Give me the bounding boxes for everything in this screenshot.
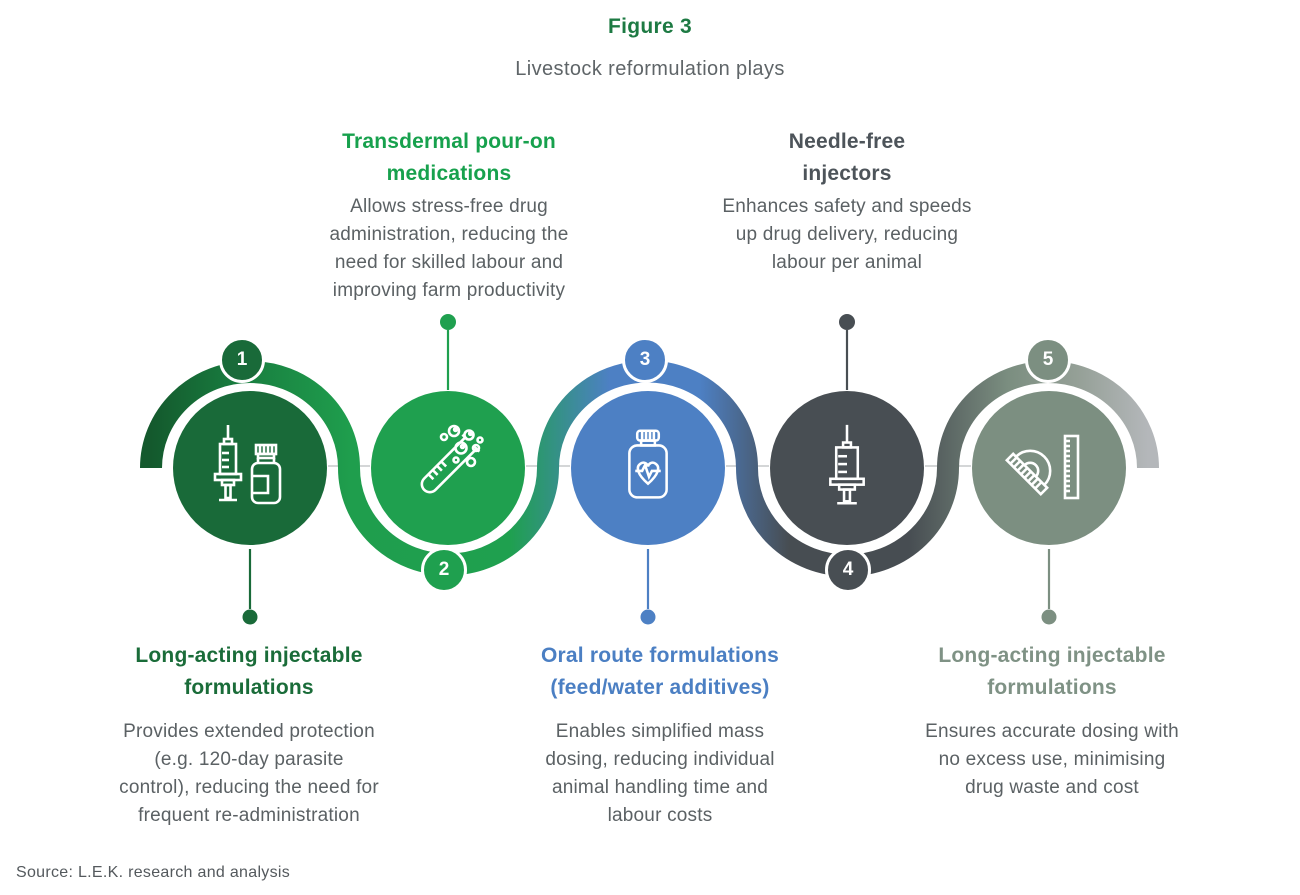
- step-badge-2: 2: [421, 547, 467, 593]
- step-2-title: Transdermal pour-on medications: [342, 130, 556, 185]
- step-1-description: Provides extended protection (e.g. 120-d…: [119, 721, 379, 826]
- protractor-ruler-icon: [1004, 434, 1080, 500]
- connector-dot: [1041, 609, 1057, 625]
- step-4-description: Enhances safety and speeds up drug deliv…: [722, 196, 972, 273]
- step-5-description: Ensures accurate dosing with no excess u…: [925, 721, 1179, 798]
- syringe-and-bottle-icon: [213, 425, 282, 505]
- step-circle-2: [371, 391, 525, 545]
- step-2-label-block: Transdermal pour-on medications Allows s…: [259, 126, 639, 305]
- step-2-description: Allows stress-free drug administration, …: [329, 196, 569, 301]
- source-note: Source: L.E.K. research and analysis: [16, 864, 291, 881]
- connector-dot: [839, 314, 855, 330]
- step-badge-1: 1: [219, 337, 265, 383]
- test-tube-bubbles-icon: [420, 424, 484, 494]
- step-circle-5: [972, 391, 1126, 545]
- step-3-title: Oral route formulations (feed/water addi…: [541, 644, 779, 699]
- step-1-title: Long-acting injectable formulations: [135, 644, 363, 699]
- step-1-label-block: Long-acting injectable formulations Prov…: [59, 640, 439, 830]
- medicine-bottle-heart-icon: [628, 429, 668, 499]
- connector-dot: [242, 609, 258, 625]
- step-badge-3: 3: [622, 337, 668, 383]
- step-5-title: Long-acting injectable formulations: [938, 644, 1166, 699]
- step-5-label-block: Long-acting injectable formulations Ensu…: [862, 640, 1242, 802]
- step-circle-4: [770, 391, 924, 545]
- syringe-icon: [829, 424, 865, 505]
- step-badge-4: 4: [825, 547, 871, 593]
- step-circle-1: [173, 391, 327, 545]
- step-3-description: Enables simplified mass dosing, reducing…: [545, 721, 775, 826]
- figure-title: Livestock reformulation plays: [515, 58, 785, 80]
- connector-dot: [440, 314, 456, 330]
- step-4-label-block: Needle-free injectors Enhances safety an…: [657, 126, 1037, 277]
- step-circle-3: [571, 391, 725, 545]
- step-4-title: Needle-free injectors: [788, 130, 906, 185]
- step-badge-5: 5: [1025, 337, 1071, 383]
- figure-label: Figure 3: [607, 15, 693, 38]
- step-3-label-block: Oral route formulations (feed/water addi…: [470, 640, 850, 830]
- connector-dot: [640, 609, 656, 625]
